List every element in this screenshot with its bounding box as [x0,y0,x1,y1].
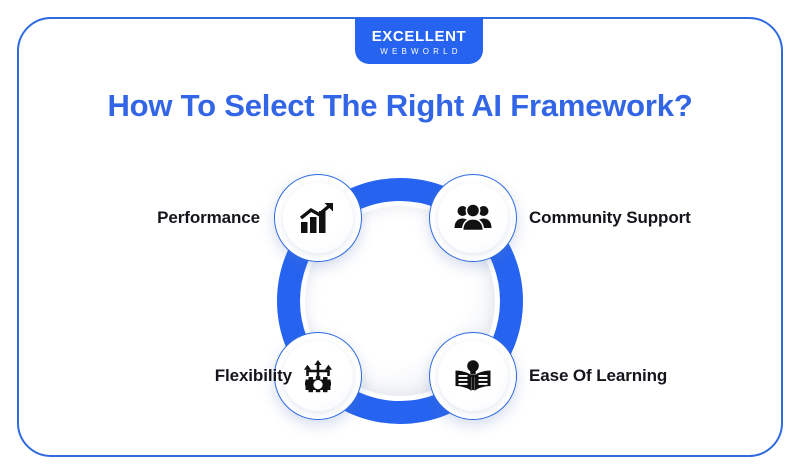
node-community[interactable] [429,174,517,262]
node-performance-inner [283,183,353,253]
label-performance: Performance [157,208,260,227]
brand-subtitle: WEBWORLD [380,46,462,56]
gear-branching-arrows-icon [300,359,336,393]
framework-selection-diagram: Performance Community Support [0,160,800,440]
label-ease-of-learning: Ease Of Learning [529,366,668,385]
growth-chart-icon [300,202,336,234]
people-group-icon [454,203,492,233]
label-community: Community Support [529,208,691,227]
page-title: How To Select The Right AI Framework? [107,88,693,123]
node-community-inner [438,183,508,253]
open-book-lightbulb-icon [454,359,492,393]
label-flexibility: Flexibility [214,366,292,385]
node-flexibility-inner [283,341,353,411]
brand-name: EXCELLENT [371,27,467,45]
node-flexibility[interactable] [274,332,362,420]
node-ease-of-learning-inner [438,341,508,411]
brand-badge: EXCELLENT WEBWORLD [355,18,483,64]
node-performance[interactable] [274,174,362,262]
node-ease-of-learning[interactable] [429,332,517,420]
